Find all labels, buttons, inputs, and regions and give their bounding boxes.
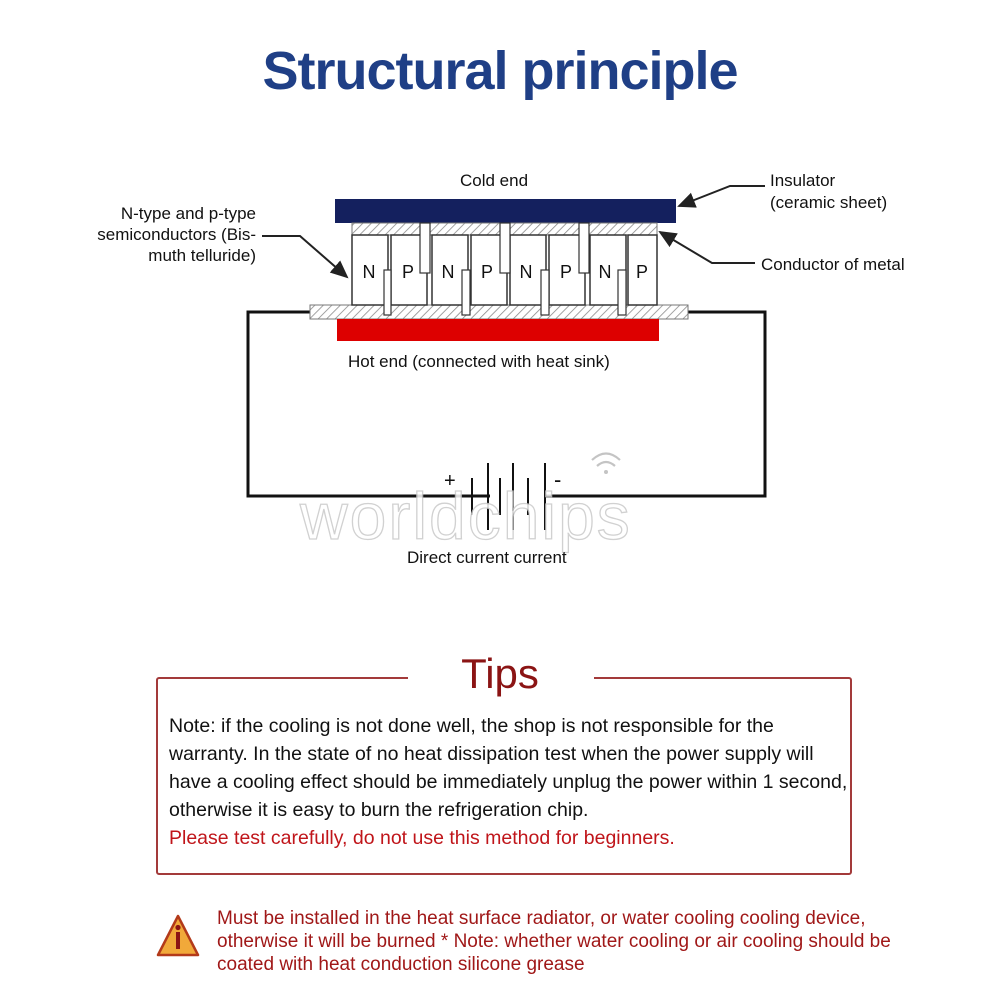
battery-icon — [471, 463, 546, 530]
wifi-icon — [591, 452, 621, 474]
plus-sign: + — [444, 470, 456, 492]
hot-plate — [337, 319, 659, 341]
leg-label: N — [520, 262, 533, 282]
circuit-wire — [545, 310, 767, 498]
conductor-pointer — [658, 230, 755, 264]
semis-label-line2: semiconductors (Bis- — [97, 225, 256, 244]
cold-plate — [335, 199, 676, 223]
watermark: worldchips — [299, 478, 632, 553]
dc-label: Direct current current — [407, 548, 567, 567]
semis-label-line3: muth telluride) — [148, 246, 256, 265]
leg-label: P — [402, 262, 414, 282]
leg-label: P — [481, 262, 493, 282]
conductor-label: Conductor of metal — [761, 255, 905, 274]
leg-label: N — [599, 262, 612, 282]
insulator-label-line2: (ceramic sheet) — [770, 193, 888, 212]
bottom-conductor — [309, 304, 689, 320]
tips-warning-line: Please test carefully, do not use this m… — [169, 827, 675, 849]
semiconductor-legs — [351, 222, 658, 316]
warning-text: Must be installed in the heat surface ra… — [217, 908, 891, 975]
page-title: Structural principle — [262, 41, 738, 101]
leg-label: N — [442, 262, 455, 282]
peltier-diagram: N P N P N P N P + - — [246, 185, 767, 530]
insulator-pointer — [677, 185, 765, 208]
leg-label: N — [363, 262, 376, 282]
tips-text: Note: if the cooling is not done well, t… — [169, 712, 849, 852]
circuit-wire — [246, 310, 490, 498]
semis-label-line1: N-type and p-type — [120, 204, 256, 223]
leg-label: P — [560, 262, 572, 282]
warning-triangle-icon — [156, 914, 200, 957]
cold-end-label: Cold end — [460, 171, 529, 190]
tips-title: Tips — [420, 650, 580, 698]
insulator-label-line1: Insulator — [770, 171, 836, 190]
minus-sign: - — [554, 467, 561, 492]
hot-end-label: Hot end (connected with heat sink) — [348, 352, 610, 371]
semis-pointer — [262, 235, 349, 279]
leg-label: P — [636, 262, 648, 282]
tips-body: Note: if the cooling is not done well, t… — [169, 715, 848, 821]
